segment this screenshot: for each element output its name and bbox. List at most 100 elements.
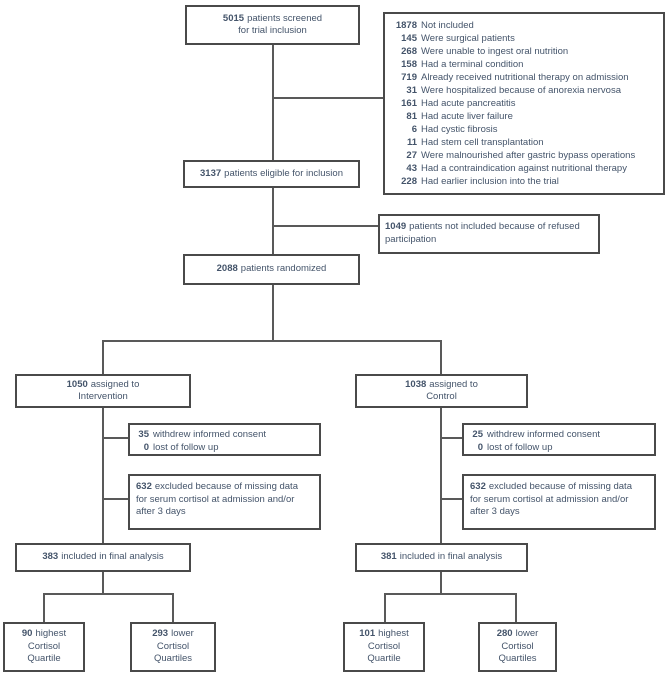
connector-final-control-down bbox=[440, 572, 442, 593]
count-value: 161 bbox=[401, 98, 417, 109]
count-value: 1050 bbox=[66, 378, 88, 390]
reason-text: Already received nutritional therapy on … bbox=[421, 72, 629, 83]
reason-text: withdrew informed consent bbox=[153, 429, 266, 440]
reason-text: Were hospitalized because of anorexia ne… bbox=[421, 85, 621, 96]
box-text: excluded because of missing data bbox=[154, 481, 298, 492]
connector-final-intervention-split bbox=[43, 593, 174, 595]
box-text-line: Quartiles bbox=[153, 653, 192, 665]
box-text-line: Cortisol bbox=[367, 640, 401, 652]
connector-to-quartile-high-control bbox=[384, 593, 386, 622]
list-item: 145 Were surgical patients bbox=[390, 32, 661, 45]
count-value: 25 bbox=[472, 429, 483, 440]
connector-final-intervention-down bbox=[102, 572, 104, 593]
box-text-line: Quartile bbox=[367, 653, 401, 665]
list-item: 0 lost of follow up bbox=[469, 441, 652, 454]
connector-eligible-to-randomized bbox=[272, 188, 274, 254]
box-withdrew-intervention: 35 withdrew informed consent 0 lost of fol… bbox=[128, 423, 321, 456]
list-item: 161 Had acute pancreatitis bbox=[390, 97, 661, 110]
count-value: 35 bbox=[138, 429, 149, 440]
count-value: 2088 bbox=[216, 263, 238, 275]
count-value: 0 bbox=[143, 442, 149, 453]
box-text: lower bbox=[515, 628, 539, 640]
box-text-line: participation bbox=[385, 233, 437, 245]
count-value: 43 bbox=[406, 163, 417, 174]
reason-text: Were surgical patients bbox=[421, 33, 515, 44]
count-value: 1049 bbox=[385, 221, 407, 232]
connector-final-control-split bbox=[384, 593, 517, 595]
count-value: 381 bbox=[380, 551, 397, 563]
box-text: assigned to bbox=[90, 378, 140, 390]
reason-text: Were malnourished after gastric bypass o… bbox=[421, 150, 636, 161]
reason-text: lost of follow up bbox=[487, 442, 553, 453]
count-value: 3137 bbox=[200, 167, 222, 179]
count-value: 632 bbox=[136, 481, 152, 492]
box-text: patients not included because of refused bbox=[409, 221, 580, 232]
box-text: assigned to bbox=[429, 378, 478, 390]
box-text-line: Control bbox=[426, 391, 457, 402]
list-item: 0 lost of follow up bbox=[135, 441, 317, 454]
list-item: 6 Had cystic fibrosis bbox=[390, 123, 661, 136]
box-text: included in final analysis bbox=[61, 551, 164, 563]
box-text: highest bbox=[35, 628, 67, 640]
connector-screened-to-eligible bbox=[272, 45, 274, 160]
reason-text: Not included bbox=[421, 20, 474, 31]
box-text-line: Cortisol bbox=[156, 640, 190, 652]
reason-text: Had acute pancreatitis bbox=[421, 98, 516, 109]
list-item: 35 withdrew informed consent bbox=[135, 428, 317, 441]
count-value: 293 bbox=[152, 628, 169, 640]
box-text-line: after 3 days bbox=[470, 506, 520, 517]
box-text-line: Cortisol bbox=[27, 640, 61, 652]
reason-text: Had a contraindication against nutrition… bbox=[421, 163, 627, 174]
count-value: 145 bbox=[401, 33, 417, 44]
reason-text: Had earlier inclusion into the trial bbox=[421, 176, 559, 187]
box-text-line: Quartile bbox=[27, 653, 61, 665]
box-text-line: Intervention bbox=[78, 391, 128, 402]
count-value: 5015 bbox=[222, 12, 245, 24]
connector-to-quartile-high-intervention bbox=[43, 593, 45, 622]
count-value: 6 bbox=[411, 124, 417, 135]
count-value: 268 bbox=[401, 46, 417, 57]
reason-text: Had a terminal condition bbox=[421, 59, 524, 70]
count-value: 0 bbox=[477, 442, 483, 453]
connector-to-control bbox=[440, 340, 442, 374]
box-text-line: Cortisol bbox=[501, 640, 534, 652]
connector-branch-excluded-intervention bbox=[102, 498, 128, 500]
box-text: patients eligible for inclusion bbox=[224, 167, 343, 179]
box-text-line: for serum cortisol at admission and/or bbox=[470, 493, 629, 505]
count-value: 1038 bbox=[405, 378, 427, 390]
connector-intervention-to-final bbox=[102, 408, 104, 543]
connector-to-quartile-low-control bbox=[515, 593, 517, 622]
count-value: 228 bbox=[401, 176, 417, 187]
reason-text: Had cystic fibrosis bbox=[421, 124, 498, 135]
connector-branch-refused bbox=[272, 225, 378, 227]
box-text: lower bbox=[171, 628, 194, 640]
reason-text: lost of follow up bbox=[153, 442, 219, 453]
connector-to-quartile-low-intervention bbox=[172, 593, 174, 622]
reason-text: Had stem cell transplantation bbox=[421, 137, 544, 148]
connector-branch-not-included bbox=[272, 97, 383, 99]
box-text: highest bbox=[378, 628, 409, 640]
count-value: 81 bbox=[406, 111, 417, 122]
box-text: included in final analysis bbox=[399, 551, 503, 563]
connector-randomized-split bbox=[102, 340, 442, 342]
